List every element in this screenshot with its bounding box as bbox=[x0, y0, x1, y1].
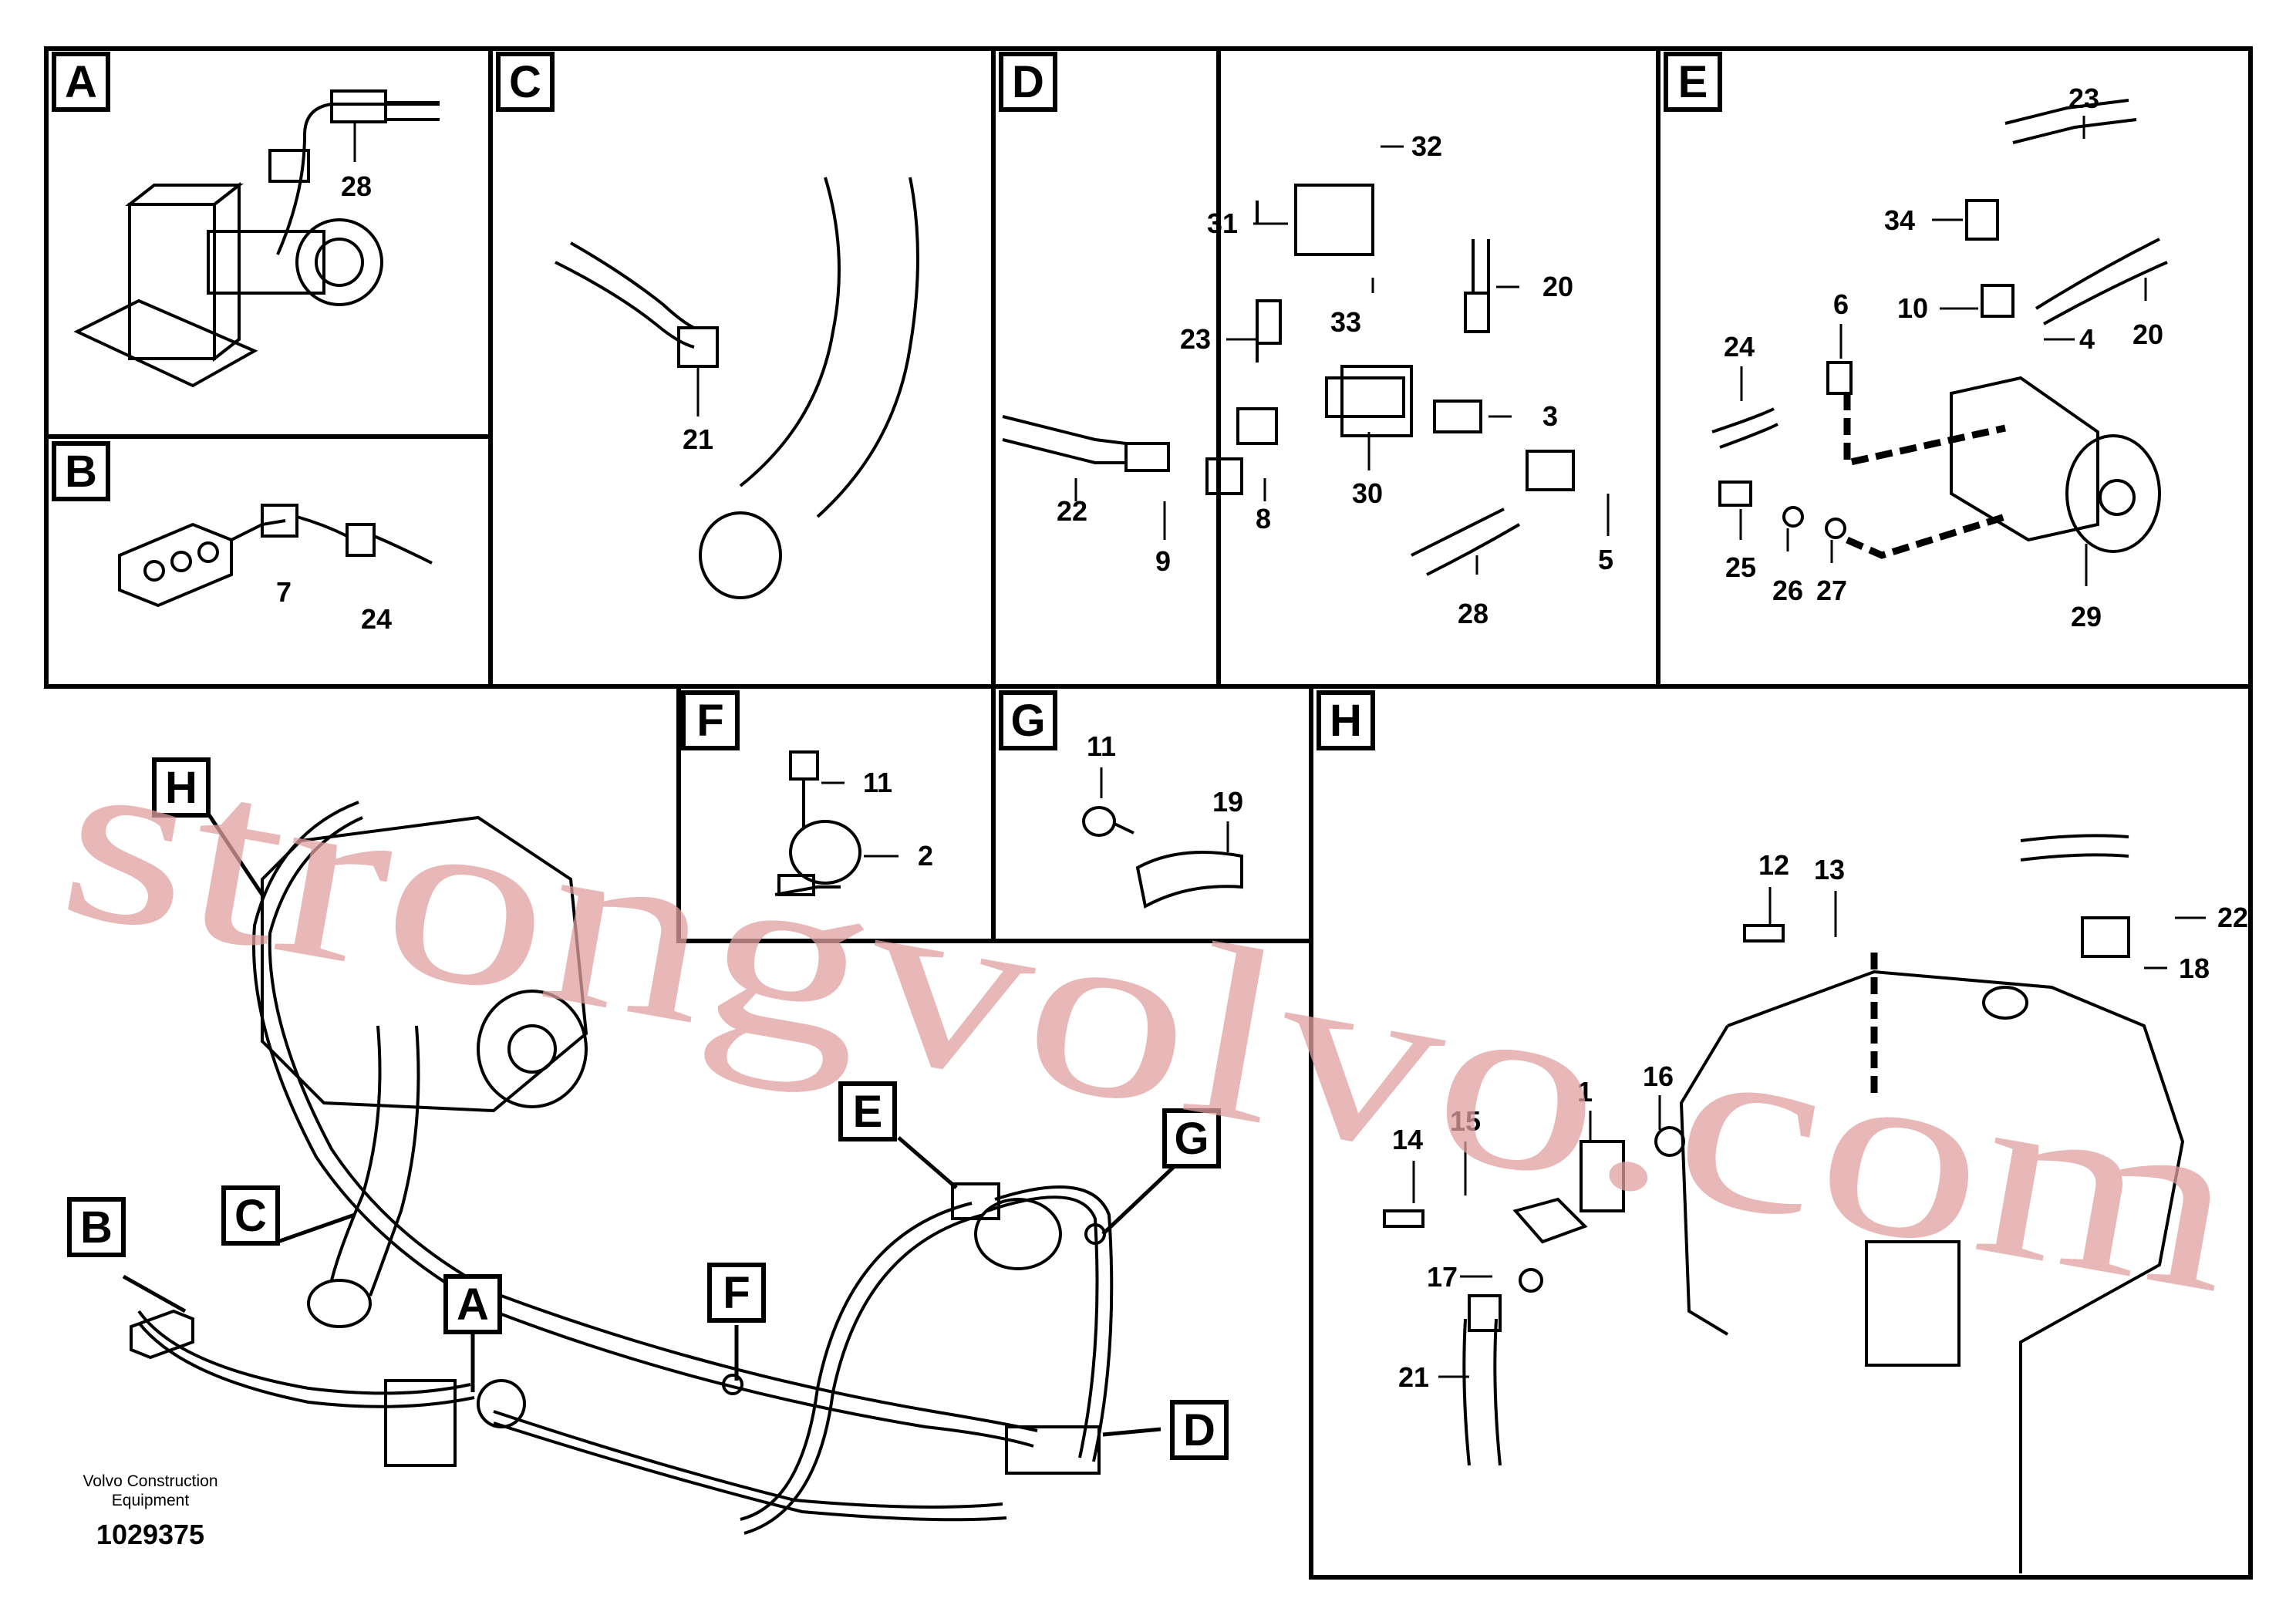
overview-tag-d: D bbox=[1183, 1405, 1215, 1455]
elbow-pipe-drawing bbox=[555, 177, 919, 599]
overview-tag-c: C bbox=[234, 1191, 267, 1241]
strap-drawing bbox=[1082, 806, 1243, 909]
panel-c-tag: C bbox=[509, 57, 541, 107]
callout-e-26: 26 bbox=[1772, 575, 1803, 606]
callout-a-28: 28 bbox=[341, 170, 372, 202]
watermark-text: strongvolvo.com bbox=[45, 694, 2257, 1345]
callout-d-3: 3 bbox=[1542, 400, 1558, 432]
panel-e: E bbox=[1666, 54, 2168, 632]
callout-e-29: 29 bbox=[2071, 601, 2102, 632]
maker-name-line1: Volvo Construction bbox=[83, 1472, 217, 1490]
callout-d-31: 31 bbox=[1207, 207, 1238, 239]
panel-b-tag: B bbox=[65, 447, 97, 497]
callout-e-27: 27 bbox=[1816, 575, 1847, 606]
panel-e-tag: E bbox=[1678, 57, 1708, 107]
panel-g-tag: G bbox=[1010, 696, 1045, 746]
callout-h-14: 14 bbox=[1392, 1124, 1423, 1155]
panel-h: H bbox=[1319, 693, 2248, 1573]
main-pump-drawing bbox=[261, 815, 588, 1328]
panel-a-tag: A bbox=[65, 57, 97, 107]
callout-d-30: 30 bbox=[1352, 477, 1383, 509]
callout-d-33: 33 bbox=[1330, 306, 1361, 338]
panel-a: A 28 bbox=[54, 54, 440, 388]
callout-h-17: 17 bbox=[1427, 1261, 1458, 1293]
overview-tag-a: A bbox=[457, 1280, 489, 1330]
callout-e-23: 23 bbox=[2068, 83, 2099, 114]
callout-h-13: 13 bbox=[1814, 854, 1845, 885]
port-block-drawing bbox=[118, 504, 433, 608]
overview-tag-h: H bbox=[165, 763, 197, 813]
panel-f-tag: F bbox=[696, 696, 723, 746]
callout-g-11: 11 bbox=[1087, 730, 1116, 762]
callout-g-19: 19 bbox=[1212, 786, 1243, 818]
callout-d-20: 20 bbox=[1542, 271, 1573, 302]
panel-b: B 7 24 bbox=[54, 443, 433, 635]
callout-e-6: 6 bbox=[1833, 288, 1849, 320]
callout-d-5: 5 bbox=[1598, 544, 1613, 575]
valve-block-drawing bbox=[73, 89, 440, 388]
panel-d: D bbox=[1001, 54, 1613, 629]
callout-leaders-d bbox=[1074, 145, 1610, 575]
panel-frames bbox=[44, 46, 2253, 1580]
callout-leaders-e bbox=[1739, 116, 2147, 586]
callout-f-11: 11 bbox=[863, 767, 892, 798]
tee-block-drawing bbox=[1002, 184, 1575, 576]
callout-d-32: 32 bbox=[1411, 130, 1442, 162]
callout-e-24: 24 bbox=[1724, 331, 1755, 363]
callout-e-25: 25 bbox=[1725, 551, 1756, 583]
callout-h-22: 22 bbox=[2217, 902, 2248, 933]
callout-e-20: 20 bbox=[2132, 319, 2163, 350]
callout-h-18: 18 bbox=[2179, 953, 2210, 984]
callout-h-15: 15 bbox=[1450, 1105, 1481, 1137]
panel-g: G 11 19 bbox=[1001, 693, 1243, 909]
callout-b-7: 7 bbox=[276, 576, 292, 608]
callout-e-4: 4 bbox=[2079, 323, 2095, 355]
panel-c: C 21 bbox=[498, 54, 919, 599]
footer: Volvo Construction Equipment 1029375 bbox=[83, 1472, 217, 1550]
callout-d-8: 8 bbox=[1256, 503, 1271, 534]
drawing-number: 1029375 bbox=[96, 1519, 204, 1550]
pump-drawing bbox=[1711, 99, 2168, 553]
callout-e-10: 10 bbox=[1897, 292, 1928, 324]
dashed-guides-e bbox=[1843, 393, 2007, 559]
panel-h-tag: H bbox=[1330, 696, 1362, 746]
overview-tag-b: B bbox=[80, 1202, 113, 1253]
callout-d-28: 28 bbox=[1458, 598, 1489, 629]
callout-h-1: 1 bbox=[1577, 1076, 1593, 1108]
callout-e-34: 34 bbox=[1884, 204, 1915, 236]
callout-h-21: 21 bbox=[1398, 1361, 1429, 1393]
overview-tag-e: E bbox=[853, 1087, 883, 1137]
panel-f: F 11 2 bbox=[683, 693, 933, 896]
panel-d-tag: D bbox=[1012, 57, 1044, 107]
overview-drawing: H C B A F E G D bbox=[69, 760, 1226, 1535]
overview-components bbox=[130, 1182, 1106, 1475]
callout-b-24: 24 bbox=[361, 603, 392, 635]
pump-housing-drawing bbox=[1383, 834, 2185, 1573]
maker-name-line2: Equipment bbox=[112, 1492, 190, 1509]
callout-d-22: 22 bbox=[1057, 495, 1087, 527]
callout-c-21: 21 bbox=[683, 423, 713, 455]
clamp-drawing bbox=[774, 750, 861, 896]
callout-d-23: 23 bbox=[1180, 323, 1211, 355]
callout-f-2: 2 bbox=[918, 840, 933, 872]
callout-h-12: 12 bbox=[1758, 849, 1789, 881]
callout-d-9: 9 bbox=[1155, 545, 1171, 577]
overview-tag-f: F bbox=[723, 1268, 750, 1318]
overview-tag-g: G bbox=[1174, 1114, 1209, 1164]
callout-h-16: 16 bbox=[1643, 1061, 1674, 1092]
